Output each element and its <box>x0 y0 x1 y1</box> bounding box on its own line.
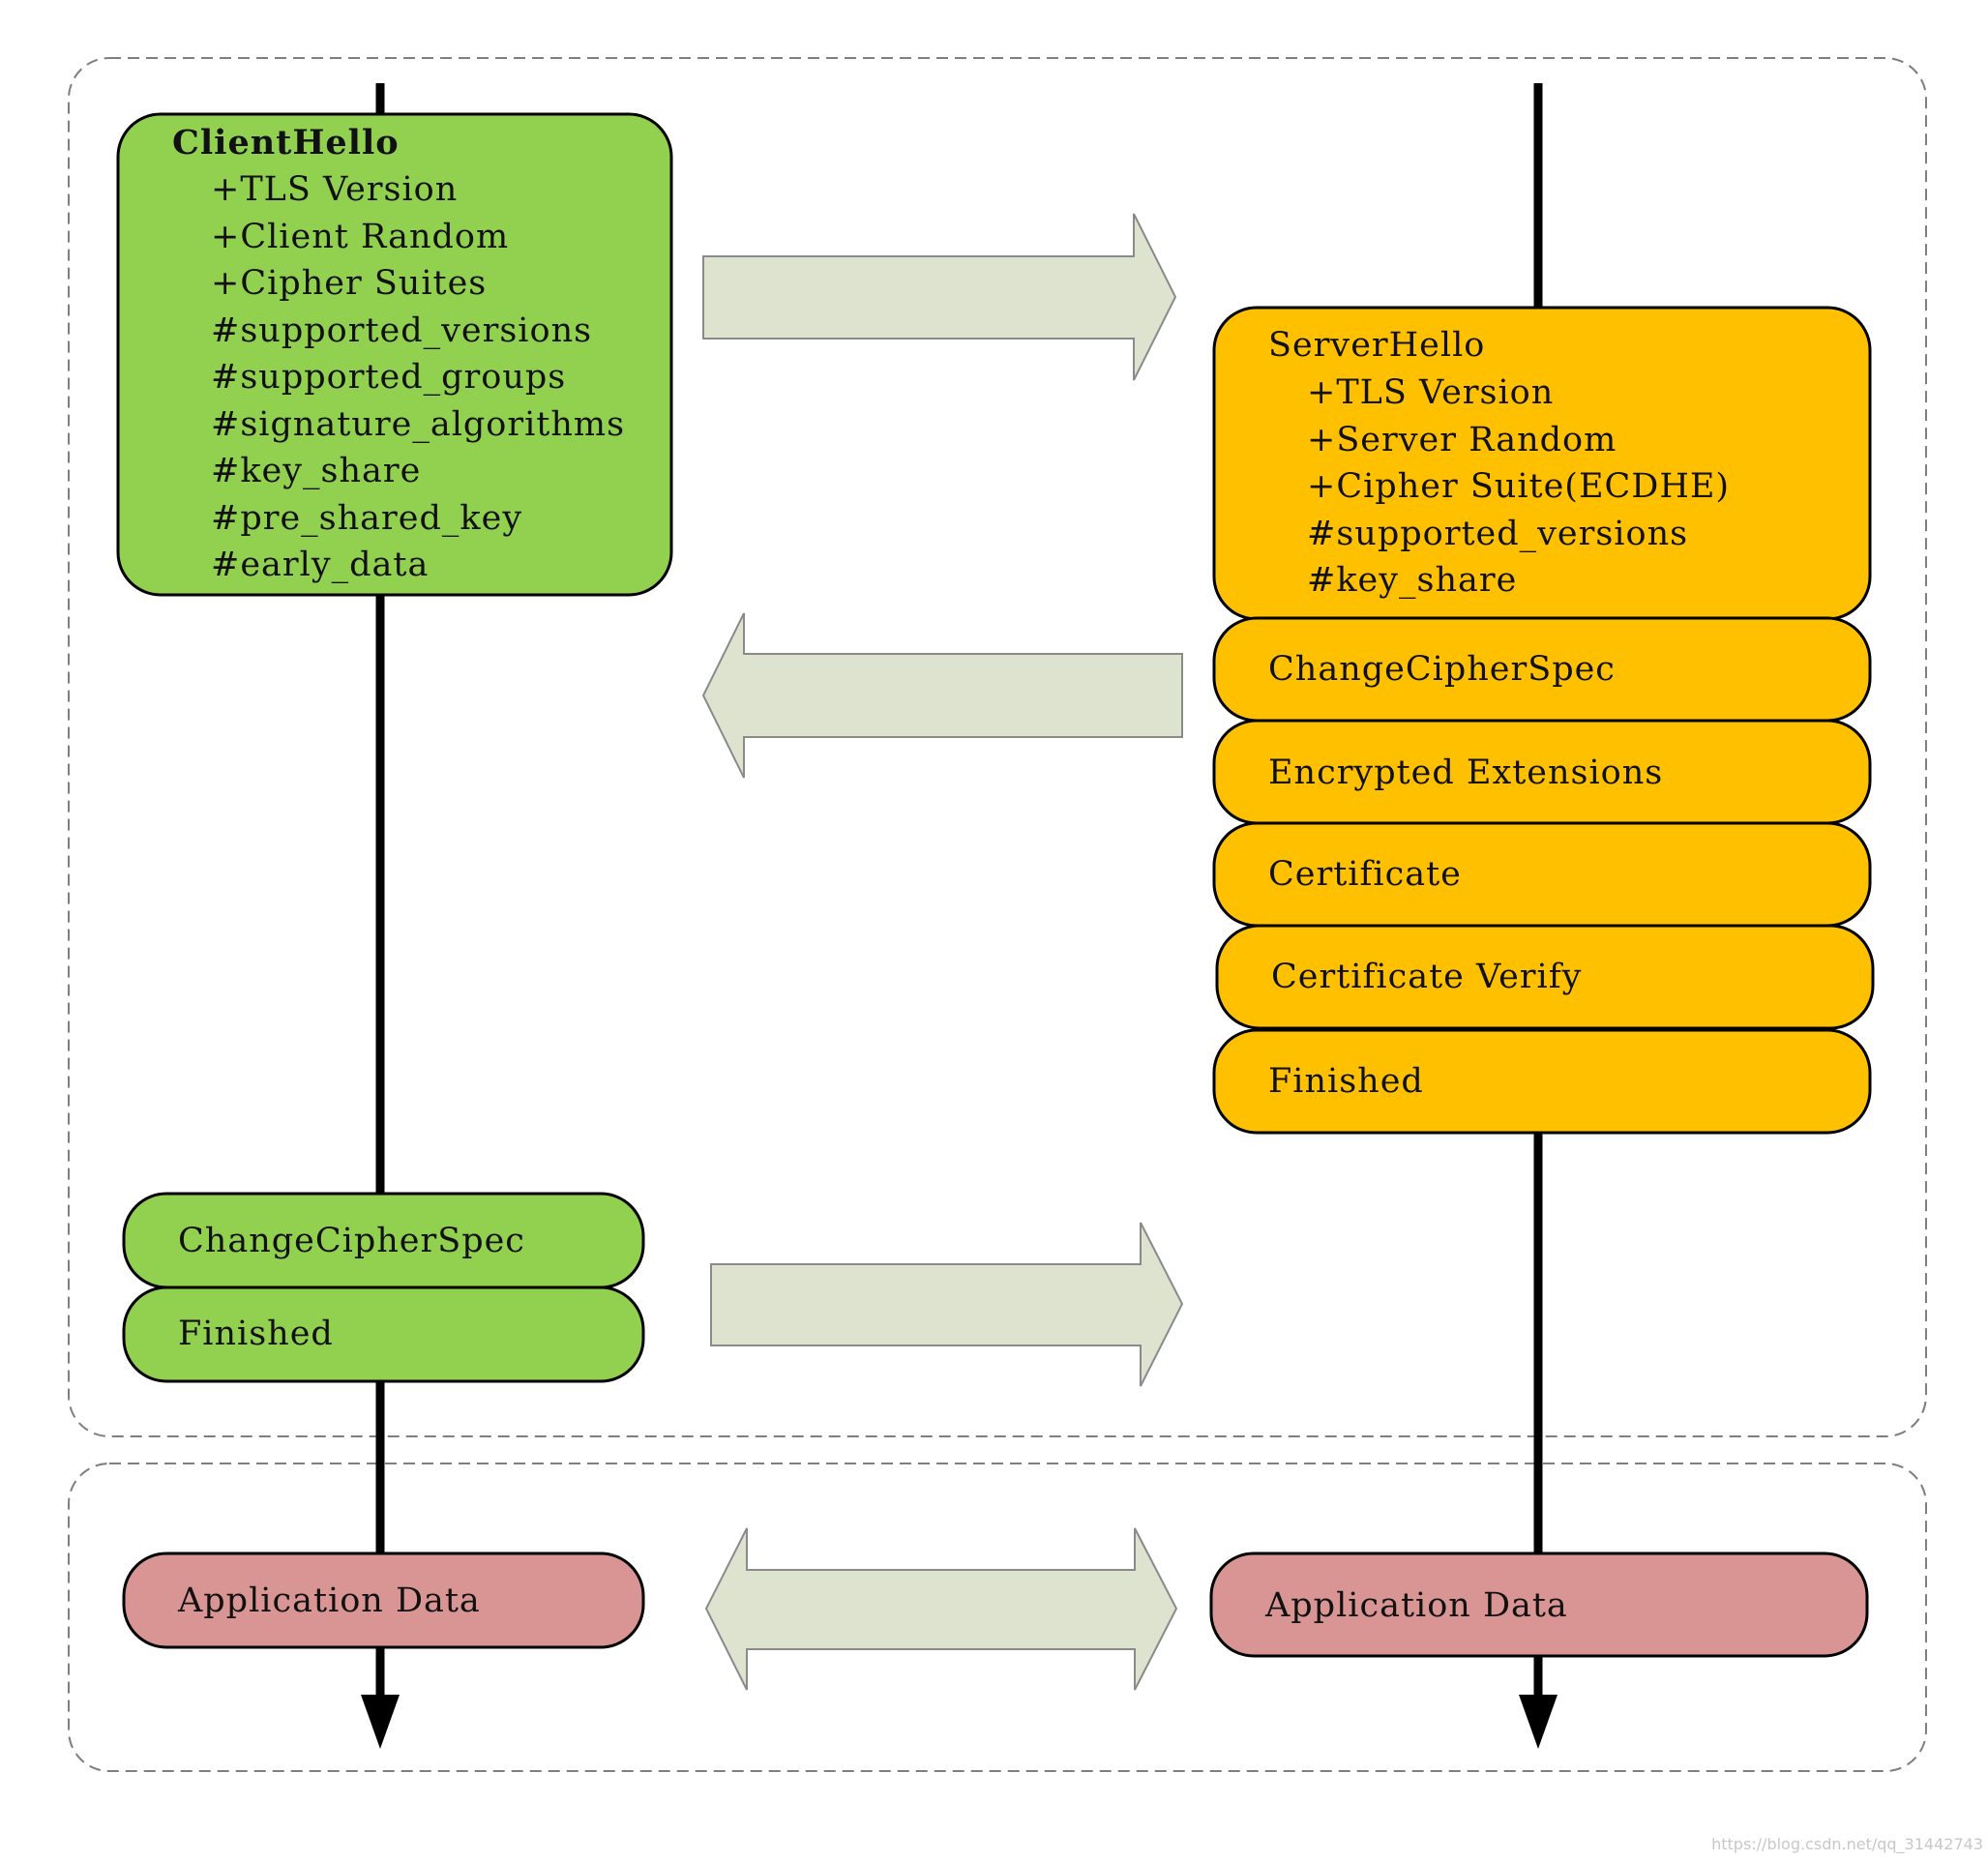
server-to-client-arrow <box>701 612 1183 779</box>
client-to-server-arrow-2 <box>710 1222 1184 1387</box>
watermark-text: https://blog.csdn.net/qq_31442743 <box>1711 1835 1983 1854</box>
client-hello-line: #key_share <box>211 452 421 490</box>
server-finished-box: Finished <box>1212 1028 1872 1135</box>
application-phase-frame <box>68 1463 1927 1772</box>
client-hello-line: #supported_versions <box>211 311 592 350</box>
client-hello-box: ClientHello +TLS Version +Client Random … <box>116 112 673 597</box>
certificate-verify-box: Certificate Verify <box>1215 924 1875 1030</box>
server-hello-line: +Cipher Suite(ECDHE) <box>1307 467 1730 506</box>
client-message-label: ChangeCipherSpec <box>178 1222 525 1260</box>
client-lifeline-arrowhead <box>361 1695 400 1749</box>
server-message-label: ChangeCipherSpec <box>1268 650 1616 689</box>
server-application-data-box: Application Data <box>1209 1552 1869 1658</box>
server-hello-line: +Server Random <box>1307 421 1617 459</box>
application-data-label: Application Data <box>1264 1586 1568 1625</box>
certificate-box: Certificate <box>1212 821 1872 928</box>
client-hello-title: ClientHello <box>172 123 400 163</box>
client-hello-line: +TLS Version <box>211 170 458 209</box>
bidirectional-arrow <box>704 1527 1178 1691</box>
server-hello-line: #key_share <box>1307 561 1517 600</box>
server-message-label: Encrypted Extensions <box>1268 754 1663 792</box>
server-hello-line: +TLS Version <box>1307 373 1554 412</box>
client-hello-line: #pre_shared_key <box>211 499 522 538</box>
client-hello-line: +Cipher Suites <box>211 264 487 303</box>
server-message-label: Certificate Verify <box>1271 958 1582 996</box>
server-hello-box: ServerHello +TLS Version +Server Random … <box>1212 306 1872 621</box>
server-message-label: Certificate <box>1268 855 1462 894</box>
application-data-label: Application Data <box>177 1581 481 1620</box>
client-hello-line: #supported_groups <box>211 358 566 397</box>
client-hello-line: #signature_algorithms <box>211 405 625 444</box>
server-hello-line: #supported_versions <box>1307 515 1688 553</box>
server-change-cipher-spec-box: ChangeCipherSpec <box>1212 616 1872 723</box>
client-hello-line: #early_data <box>211 546 429 584</box>
server-lifeline-arrowhead <box>1519 1695 1558 1749</box>
server-message-label: Finished <box>1268 1062 1424 1101</box>
server-hello-title: ServerHello <box>1268 326 1485 365</box>
client-finished-box: Finished <box>122 1286 645 1383</box>
client-hello-line: +Client Random <box>211 218 509 256</box>
client-change-cipher-spec-box: ChangeCipherSpec <box>122 1192 645 1289</box>
handshake-phase-frame <box>68 57 1927 1437</box>
client-application-data-box: Application Data <box>122 1552 645 1649</box>
client-to-server-arrow-1 <box>702 213 1177 381</box>
client-message-label: Finished <box>178 1315 334 1353</box>
encrypted-extensions-box: Encrypted Extensions <box>1212 719 1872 825</box>
